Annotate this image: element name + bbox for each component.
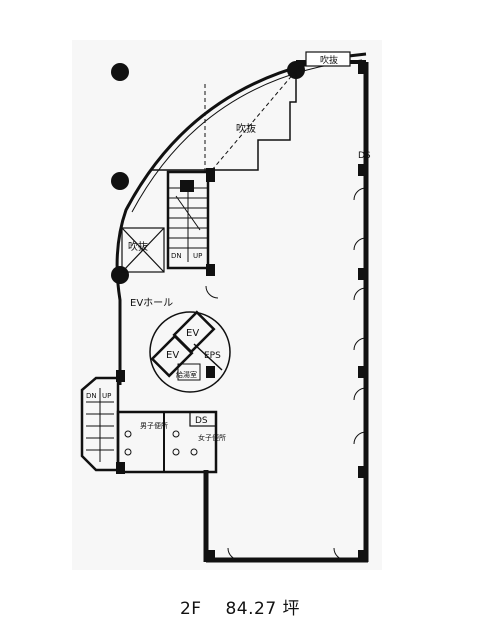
womens-toilet-label: 女子便所 — [198, 433, 226, 442]
floor-number: 2F — [179, 599, 202, 619]
void-left-label: 吹抜 — [128, 240, 148, 253]
ev-hall-label: EVホール — [130, 297, 173, 309]
elevator-core — [149, 310, 231, 393]
stair-left-up-label: UP — [102, 392, 111, 400]
stair-left-dn-label: DN — [86, 392, 97, 400]
column-dot — [111, 266, 129, 284]
stair-left — [80, 376, 120, 472]
void-top-center-label: 吹抜 — [236, 122, 256, 135]
void-area-top — [150, 65, 301, 172]
stair-main-dn-label: DN — [171, 252, 182, 260]
plan-background — [72, 40, 382, 570]
floor-area: 84.27 坪 — [225, 599, 301, 619]
eps-label: EPS — [204, 351, 221, 361]
columns — [111, 61, 367, 562]
ev-lower-label: EV — [166, 350, 179, 361]
small-room-label: 給湯室 — [176, 370, 197, 379]
stair-main — [166, 170, 210, 270]
ds-right-label: DS — [358, 151, 371, 161]
stair-main-up-label: UP — [193, 252, 202, 260]
column-dot — [111, 63, 129, 81]
mens-toilet-label: 男子便所 — [140, 421, 168, 430]
void-top-right-label: 吹抜 — [320, 54, 338, 66]
void-area-left — [121, 227, 165, 273]
ds-toilet-label: DS — [195, 416, 208, 426]
floor-caption: 2F 84.27 坪 — [0, 594, 480, 619]
door-swings — [205, 187, 367, 561]
void-top-right-box — [305, 51, 351, 67]
column-dot — [111, 172, 129, 190]
ev-upper-label: EV — [186, 328, 199, 339]
